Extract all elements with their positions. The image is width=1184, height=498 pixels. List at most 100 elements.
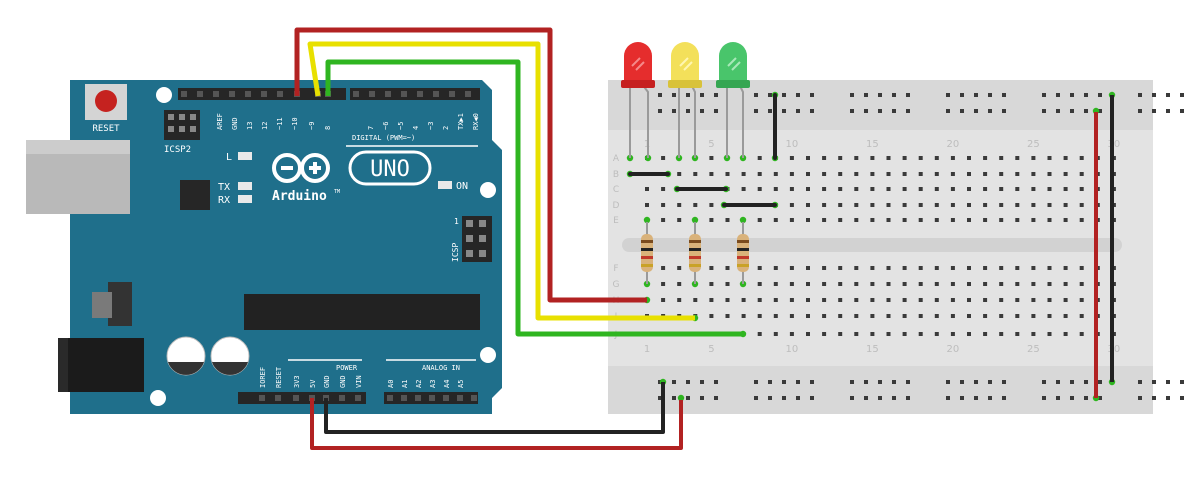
breadboard-hole xyxy=(645,203,649,207)
breadboard-hole xyxy=(838,298,843,302)
breadboard-hole xyxy=(838,218,843,222)
breadboard-hole xyxy=(1031,332,1036,336)
breadboard-hole xyxy=(1047,218,1052,222)
rail-hole xyxy=(988,396,992,400)
rail-hole xyxy=(796,93,800,97)
breadboard-hole xyxy=(854,332,859,336)
row-letter: B xyxy=(613,170,619,180)
breadboard-hole xyxy=(1079,282,1084,286)
breadboard-hole xyxy=(838,282,843,286)
rail-hole xyxy=(796,109,800,113)
breadboard-hole xyxy=(1063,266,1068,270)
breadboard-hole xyxy=(1079,203,1084,207)
breadboard-hole xyxy=(870,332,875,336)
breadboard-hole xyxy=(741,172,746,176)
breadboard-hole xyxy=(1047,187,1052,191)
row-letter: C xyxy=(613,185,619,195)
breadboard-hole xyxy=(725,282,730,286)
breadboard-hole xyxy=(822,298,827,302)
analog-label: ANALOG IN xyxy=(422,364,460,372)
dc-jack-edge xyxy=(58,338,68,392)
column-number: 20 xyxy=(947,344,960,355)
reset-button-cap[interactable] xyxy=(95,90,117,112)
breadboard-hole xyxy=(918,314,923,318)
breadboard-hole xyxy=(934,203,939,207)
rail-hole xyxy=(960,109,964,113)
breadboard-hole xyxy=(967,218,971,222)
breadboard-hole xyxy=(983,298,988,302)
breadboard-hole xyxy=(1063,314,1068,318)
header-pin xyxy=(387,395,393,401)
logo-minus xyxy=(281,166,293,170)
analog-pin-label: A1 xyxy=(401,380,409,388)
bottom-power-rail xyxy=(608,366,1153,414)
breadboard-hole xyxy=(1015,187,1020,191)
rail-hole xyxy=(768,109,772,113)
column-number: 5 xyxy=(708,139,714,150)
rail-hole xyxy=(1152,380,1156,384)
breadboard-hole xyxy=(854,203,859,207)
breadboard-hole xyxy=(950,172,955,176)
breadboard-hole xyxy=(967,332,971,336)
header-pin xyxy=(433,91,439,97)
breadboard-hole xyxy=(838,187,843,191)
rail-hole xyxy=(960,93,964,97)
mount-hole xyxy=(480,182,496,198)
header-pin xyxy=(465,91,471,97)
rail-hole xyxy=(1152,109,1156,113)
rail-hole xyxy=(1166,396,1170,400)
breadboard-hole xyxy=(854,172,859,176)
breadboard-hole xyxy=(806,332,810,336)
rail-hole xyxy=(988,109,992,113)
breadboard-hole xyxy=(950,282,955,286)
header-pin xyxy=(261,91,267,97)
rail-hole xyxy=(754,396,758,400)
breadboard-hole xyxy=(1031,266,1036,270)
header-pin xyxy=(339,395,345,401)
rail-hole xyxy=(1042,93,1046,97)
rail-hole xyxy=(960,380,964,384)
rail-hole xyxy=(768,396,772,400)
breadboard-hole xyxy=(902,266,907,270)
breadboard-hole xyxy=(983,332,988,336)
breadboard-hole xyxy=(789,156,794,160)
header-pin xyxy=(401,395,407,401)
column-number: 20 xyxy=(947,139,960,150)
header-pin xyxy=(213,91,219,97)
header-pin xyxy=(181,91,187,97)
breadboard-hole xyxy=(886,156,891,160)
rail-hole xyxy=(672,396,676,400)
rail-hole xyxy=(878,380,882,384)
uno-label: UNO xyxy=(370,157,410,182)
breadboard-hole xyxy=(1079,156,1084,160)
breadboard-hole xyxy=(741,187,746,191)
rail-hole xyxy=(1098,93,1102,97)
breadboard-hole xyxy=(645,187,649,191)
rail-hole xyxy=(658,109,662,113)
breadboard-hole xyxy=(1015,156,1020,160)
breadboard-hole xyxy=(1047,203,1052,207)
row-letter: D xyxy=(613,201,620,211)
icsp-pin1-label: 1 xyxy=(454,217,459,226)
breadboard-hole xyxy=(789,218,794,222)
digital-header-right xyxy=(350,88,480,100)
rail-hole xyxy=(1002,93,1006,97)
breadboard-hole xyxy=(757,298,762,302)
breadboard-hole xyxy=(838,332,843,336)
breadboard-hole xyxy=(1047,314,1052,318)
breadboard-hole xyxy=(950,187,955,191)
rail-hole xyxy=(714,380,718,384)
rail-hole xyxy=(892,380,896,384)
arduino-brand: Arduino xyxy=(272,189,327,204)
column-number: 25 xyxy=(1027,344,1040,355)
breadboard-hole xyxy=(806,282,810,286)
mount-hole xyxy=(150,390,166,406)
resistor xyxy=(689,222,701,284)
board-pcb xyxy=(70,80,502,414)
breadboard-hole xyxy=(709,172,714,176)
breadboard-hole xyxy=(950,203,955,207)
rail-hole xyxy=(1084,109,1088,113)
rail-hole xyxy=(878,396,882,400)
breadboard-hole xyxy=(950,266,955,270)
